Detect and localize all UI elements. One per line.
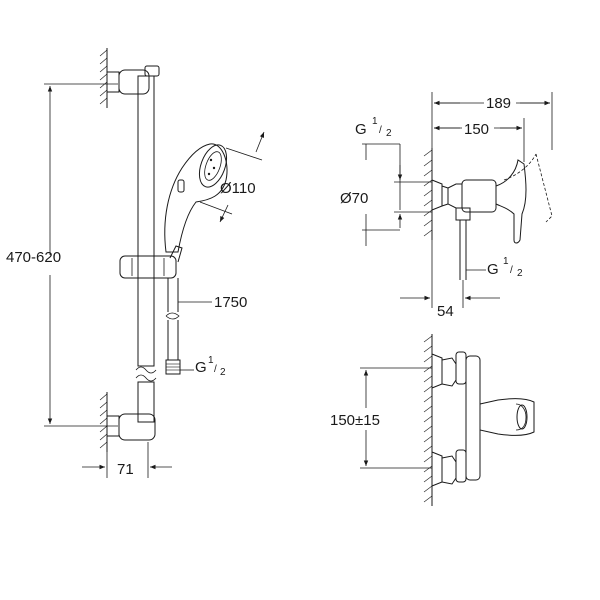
mixer-side-view: 189 150 G 1 / 2 Ø70 G 1 / 2 bbox=[340, 92, 553, 320]
rail-height-label: 470-620 bbox=[6, 249, 61, 266]
fraction-slash: / bbox=[510, 265, 513, 276]
mixer-outlet-num: 1 bbox=[503, 256, 509, 267]
shower-rail-set: Ø110 1750 G 1 / 2 470-620 71 bbox=[6, 48, 265, 478]
mixer-outlet-g: G bbox=[487, 261, 499, 278]
hose-length-label: 1750 bbox=[214, 294, 247, 311]
wall-offset-label: 71 bbox=[117, 461, 134, 478]
hose-thread-den: 2 bbox=[220, 367, 226, 378]
hose-thread-g: G bbox=[195, 359, 207, 376]
rail-slider bbox=[119, 245, 183, 279]
mixer-inlet-den: 2 bbox=[386, 128, 392, 139]
bottom-wall-bracket bbox=[99, 392, 156, 452]
mixer-inlet-num: 1 bbox=[372, 116, 378, 127]
shower-hose bbox=[165, 278, 181, 375]
hand-shower-diameter-label: Ø110 bbox=[220, 180, 256, 197]
outlet-offset-label: 54 bbox=[437, 303, 454, 320]
mixer-depth-body-label: 150 bbox=[464, 121, 489, 138]
shower-rail bbox=[137, 75, 155, 367]
fraction-slash: / bbox=[379, 125, 382, 136]
mixer-inlet-g: G bbox=[355, 121, 367, 138]
inlet-centres-label: 150±15 bbox=[330, 412, 380, 429]
escutcheon-diameter-label: Ø70 bbox=[340, 190, 368, 207]
hand-shower bbox=[164, 143, 228, 253]
mixer-depth-total-label: 189 bbox=[486, 95, 511, 112]
top-wall-bracket bbox=[99, 48, 160, 108]
fraction-slash: / bbox=[214, 364, 217, 375]
mixer-outlet-den: 2 bbox=[517, 268, 523, 279]
mixer-front-view: 150±15 bbox=[330, 334, 535, 506]
hose-thread-num: 1 bbox=[208, 355, 214, 366]
